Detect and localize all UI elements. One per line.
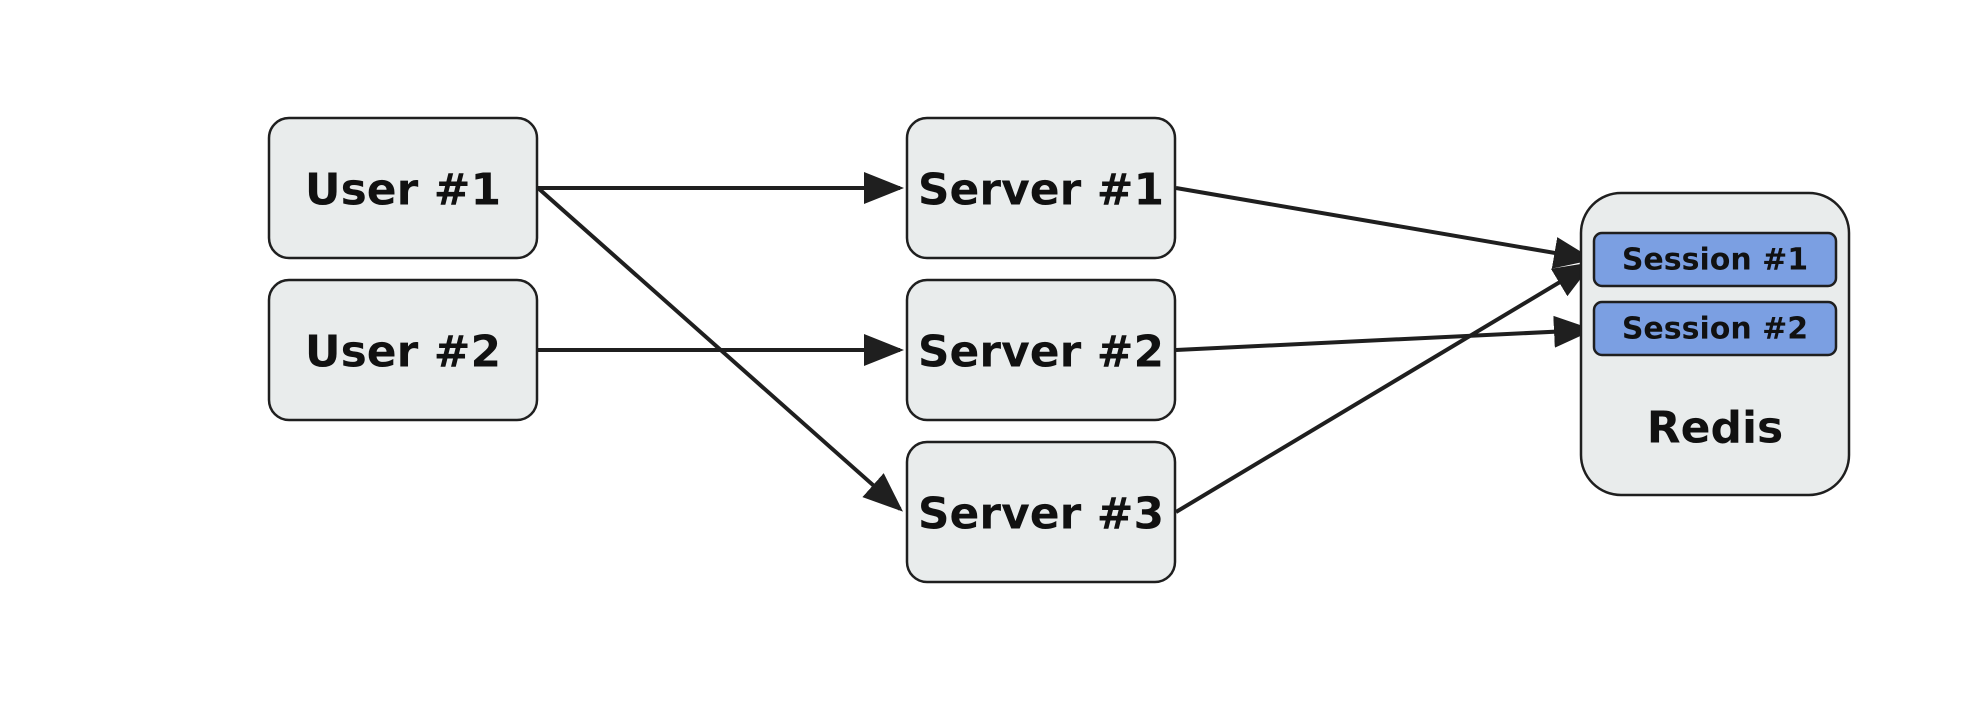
node-server-2-label: Server #2: [918, 327, 1164, 378]
edge-server2-session2: [1175, 315, 1594, 352]
node-server-1: Server #1: [905, 116, 1177, 260]
node-server-3-label: Server #3: [918, 489, 1164, 540]
node-user-2: User #2: [267, 278, 539, 422]
node-session-2: Session #2: [1592, 300, 1838, 357]
node-server-1-label: Server #1: [918, 165, 1164, 216]
edge-server3-session1: [1174, 261, 1594, 514]
node-server-2: Server #2: [905, 278, 1177, 422]
node-user-1-label: User #1: [305, 165, 501, 216]
node-session-2-label: Session #2: [1622, 312, 1808, 347]
edge-server1-session1: [1175, 186, 1594, 269]
node-session-1-label: Session #1: [1622, 243, 1808, 278]
node-session-1: Session #1: [1592, 231, 1838, 288]
node-redis-label: Redis: [1647, 403, 1784, 454]
node-server-3: Server #3: [905, 440, 1177, 584]
node-user-2-label: User #2: [305, 327, 501, 378]
node-user-1: User #1: [267, 116, 539, 260]
